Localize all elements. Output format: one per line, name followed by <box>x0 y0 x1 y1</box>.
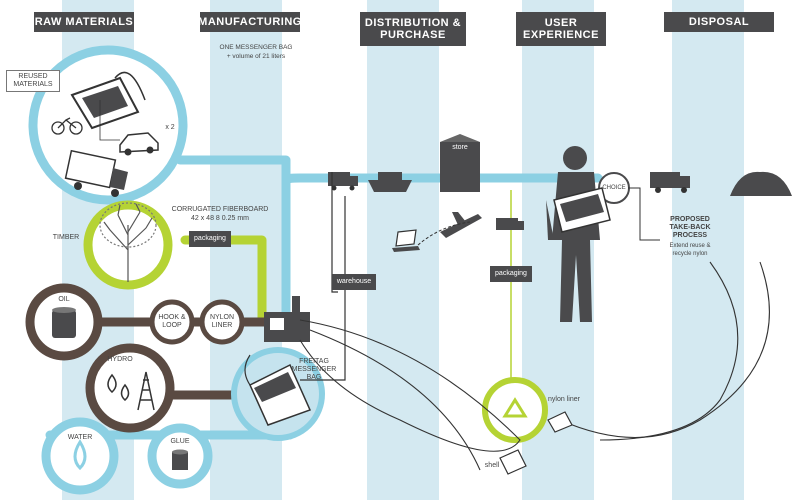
header-distribution: DISTRIBUTION & PURCHASE <box>360 12 466 46</box>
takeback-title: PROPOSED TAKE-BACK PROCESS <box>669 216 711 239</box>
manufacturing-note-line2: + volume of 21 liters <box>226 53 286 60</box>
header-manufacturing: MANUFACTURING <box>198 12 301 32</box>
bag-icon <box>244 354 312 426</box>
oil-label: OIL <box>58 296 70 303</box>
tree-icon <box>99 202 157 282</box>
timber-label: TIMBER <box>52 234 80 241</box>
factory-icon <box>264 296 310 342</box>
nylon-liner-circle <box>199 299 245 345</box>
take-back-arrows <box>299 261 770 471</box>
reused-materials-label: REUSED MATERIALS <box>6 70 60 92</box>
choice-label: CHOICE <box>602 185 626 191</box>
landfill-icon <box>730 171 792 196</box>
header-disposal: DISPOSAL <box>664 12 774 32</box>
store-label: store <box>452 144 468 151</box>
laptop-icon <box>392 229 420 252</box>
bag-icon <box>553 187 611 233</box>
warehouse-box: warehouse <box>332 274 376 290</box>
hydro-label: HYDRO <box>107 356 133 363</box>
bag-icon <box>70 71 146 130</box>
truck-icon <box>328 172 358 191</box>
bicycle-icon <box>51 117 83 135</box>
corrugated-label: CORRUGATED FIBERBOARD <box>171 206 269 213</box>
manufacturing-note-line1: ONE MESSENGER BAG <box>219 44 293 51</box>
header-user-experience: USER EXPERIENCE <box>516 12 606 46</box>
hydro-icon <box>107 371 155 411</box>
car-icon <box>119 132 159 156</box>
recycle-circle <box>482 377 548 443</box>
water-label: WATER <box>67 434 93 441</box>
corrugated-dims-label: 42 x 48 8 0.25 mm <box>191 215 249 222</box>
shell-label: shell <box>484 462 500 469</box>
oil-barrel-icon <box>52 307 76 338</box>
plane-icon <box>440 212 482 238</box>
hook-loop-circle <box>149 299 195 345</box>
nylon-liner-small-label: nylon liner <box>548 396 580 403</box>
packaging-box-1: packaging <box>189 231 231 247</box>
truck-icon <box>496 218 524 230</box>
glue-can-icon <box>172 449 188 470</box>
hydro-circle <box>85 343 175 433</box>
takeback-subtitle: Extend reuse & recycle nylon <box>669 243 711 257</box>
truck-icon <box>650 172 690 193</box>
store-icon <box>440 134 480 192</box>
freitag-bag-label: FREITAG MESSENGER BAG <box>291 358 337 381</box>
glue-label: GLUE <box>170 438 190 445</box>
person-icon <box>546 146 600 322</box>
ship-icon <box>368 172 412 192</box>
nylon-liner-label: NYLON LINER <box>209 314 235 329</box>
header-raw-materials: RAW MATERIALS <box>34 12 134 32</box>
x2-label: x 2 <box>165 124 175 131</box>
hook-loop-label: HOOK & LOOP <box>158 314 186 329</box>
recycle-icon <box>502 397 528 418</box>
truck-icon <box>64 149 128 197</box>
water-drop-icon <box>73 439 87 471</box>
column-disposal-bg <box>672 0 744 500</box>
packaging-box-2: packaging <box>490 266 532 282</box>
